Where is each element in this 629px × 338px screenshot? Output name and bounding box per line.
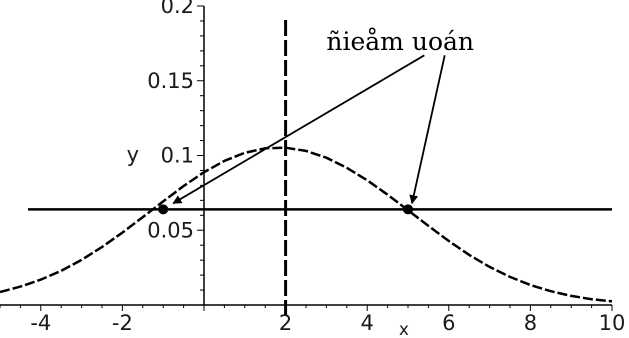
inflection-points-layer bbox=[158, 204, 413, 215]
y-axis-label: y bbox=[127, 143, 139, 167]
x-axis-label: x bbox=[399, 320, 409, 338]
y-tick-label: 0.2 bbox=[161, 0, 194, 18]
x-tick-label: 4 bbox=[361, 311, 374, 335]
inflection-annotation: ñieåm uoán bbox=[326, 27, 474, 56]
reference-lines-layer bbox=[28, 20, 612, 315]
inflection-point bbox=[158, 204, 169, 215]
x-tick-label: -4 bbox=[30, 311, 51, 335]
x-tick-label: 2 bbox=[279, 311, 292, 335]
inflection-point bbox=[403, 204, 413, 215]
y-tick-label: 0.1 bbox=[161, 144, 194, 168]
curve-line bbox=[0, 146, 613, 303]
y-tick-label: 0.15 bbox=[147, 69, 194, 93]
x-tick-label: 8 bbox=[524, 311, 537, 335]
x-tick-label: 10 bbox=[599, 311, 626, 335]
curve-layer bbox=[0, 146, 613, 303]
annotation-arrow bbox=[409, 55, 446, 205]
x-tick-label: -2 bbox=[112, 311, 133, 335]
annotation-arrow bbox=[172, 54, 425, 205]
y-tick-label: 0.05 bbox=[147, 218, 194, 242]
annotation-layer: ñieåm uoán bbox=[172, 27, 474, 205]
x-tick-label: 6 bbox=[442, 311, 455, 335]
